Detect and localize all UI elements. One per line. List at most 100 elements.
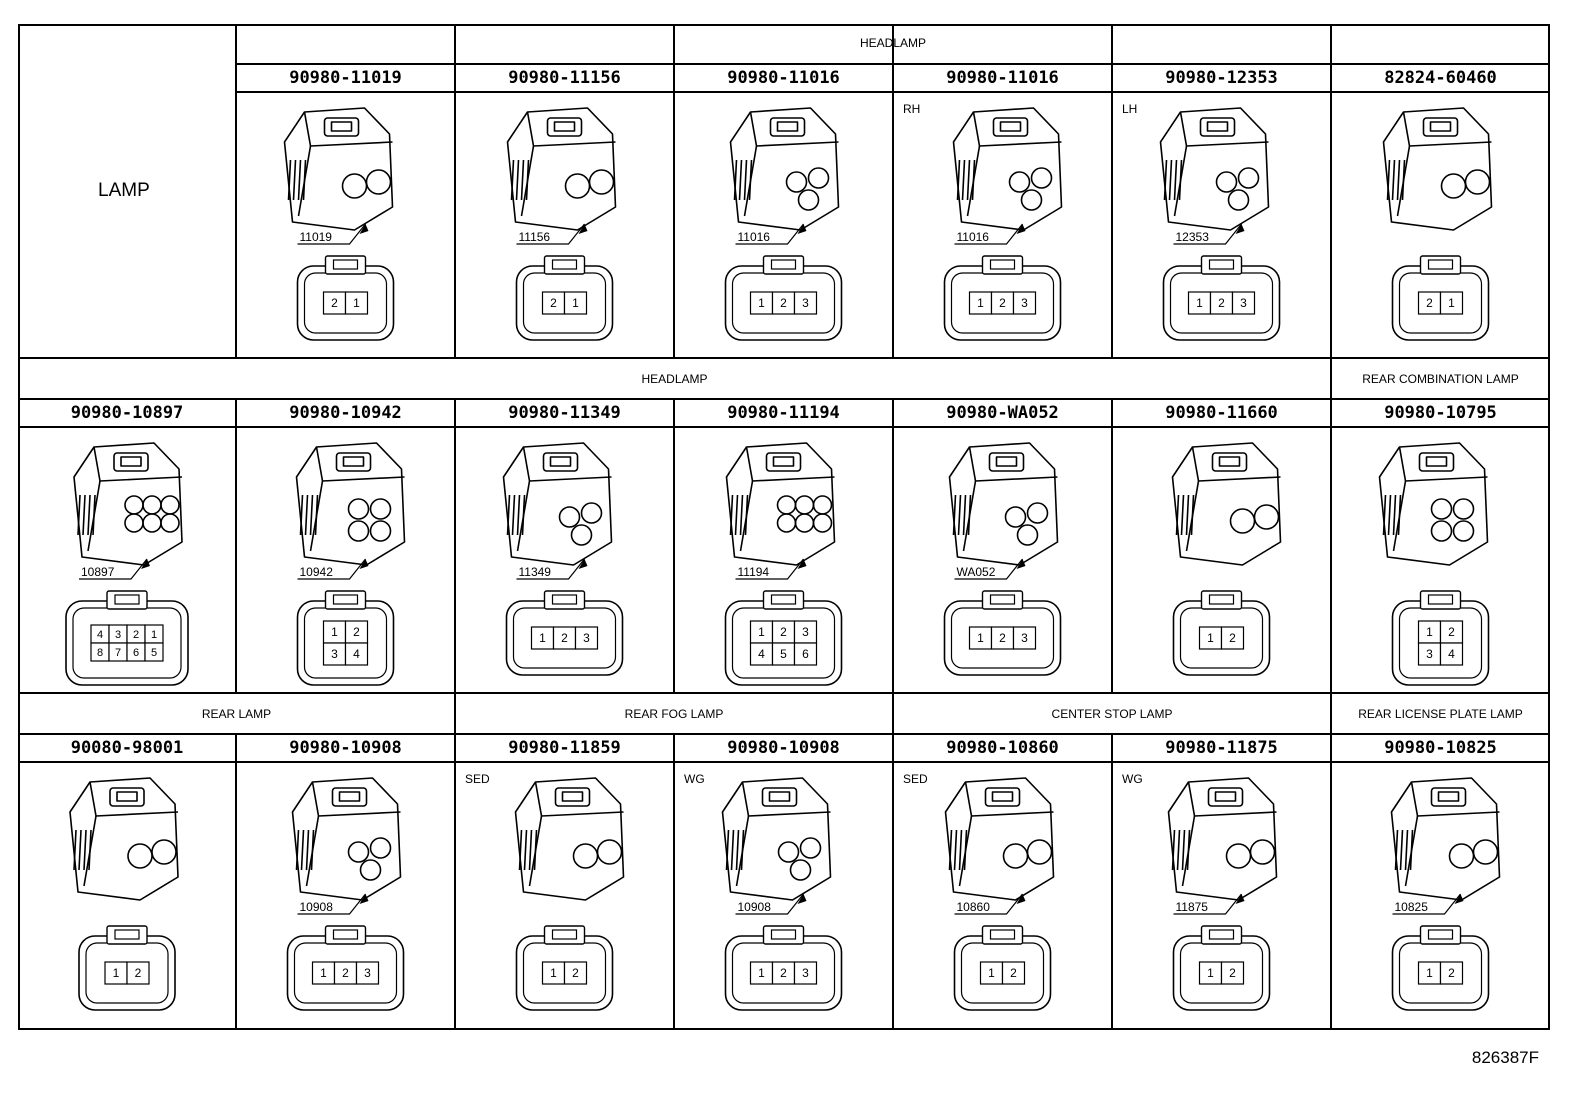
callout-leader bbox=[516, 223, 585, 245]
callout-leader bbox=[297, 558, 366, 580]
pin-number: 2 bbox=[572, 966, 579, 980]
callout-leader bbox=[79, 558, 148, 580]
pin-number: 1 bbox=[572, 296, 579, 310]
callout-label: 10897 bbox=[81, 565, 115, 579]
pin-number: 2 bbox=[133, 629, 139, 641]
divider-part-3 bbox=[18, 761, 1550, 763]
pin-number: 1 bbox=[1207, 966, 1214, 980]
col-divider-r2-1 bbox=[235, 399, 237, 692]
part-number: 90980-11016 bbox=[727, 68, 840, 88]
part-number: 90080-98001 bbox=[70, 738, 184, 758]
callout-label: 11156 bbox=[519, 230, 551, 244]
pin-number: 5 bbox=[780, 647, 787, 661]
pin-number: 1 bbox=[113, 966, 120, 980]
col-divider-r2-6 bbox=[1330, 399, 1332, 692]
part-number: 90980-11019 bbox=[289, 68, 402, 88]
connector-body-drawing bbox=[506, 107, 617, 231]
part-number: 90980-10860 bbox=[946, 738, 1059, 758]
connector-body-drawing bbox=[514, 777, 625, 901]
col-divider-r2-5 bbox=[1111, 399, 1113, 692]
pin-number: 4 bbox=[1448, 647, 1455, 661]
pin-number: 4 bbox=[353, 647, 360, 661]
part-number: 90980-10908 bbox=[289, 738, 402, 758]
section-label: CENTER STOP LAMP bbox=[1051, 707, 1173, 721]
pin-number: 2 bbox=[1426, 296, 1433, 310]
col-divider-r2-3 bbox=[673, 399, 675, 692]
pin-number: 1 bbox=[1426, 625, 1433, 639]
connector-body-drawing bbox=[291, 777, 402, 901]
part-number: 90980-11349 bbox=[508, 403, 621, 423]
pin-number: 2 bbox=[1218, 296, 1225, 310]
pin-number: 5 bbox=[151, 647, 157, 659]
pin-number: 2 bbox=[780, 625, 787, 639]
connector-body-drawing bbox=[283, 107, 394, 231]
pin-number: 1 bbox=[758, 296, 765, 310]
callout-label: 10908 bbox=[300, 900, 334, 914]
pin-number: 2 bbox=[780, 966, 787, 980]
col-divider-r1-6 bbox=[1330, 24, 1332, 358]
pin-number: 3 bbox=[1021, 631, 1028, 645]
pin-number: 2 bbox=[999, 631, 1006, 645]
pin-number: 3 bbox=[1021, 296, 1028, 310]
pin-number: 1 bbox=[151, 629, 157, 641]
pin-number: 2 bbox=[999, 296, 1006, 310]
part-number: 90980-11016 bbox=[946, 68, 1059, 88]
pin-number: 2 bbox=[342, 966, 349, 980]
part-number: 90980-10942 bbox=[289, 403, 402, 423]
callout-leader bbox=[297, 223, 366, 245]
pin-number: 1 bbox=[758, 966, 765, 980]
callout-leader bbox=[954, 893, 1023, 915]
section-label: HEADLAMP bbox=[641, 372, 708, 386]
connector-body-drawing bbox=[1171, 442, 1282, 566]
variant-tag: RH bbox=[903, 102, 921, 116]
divider-band-2 bbox=[18, 398, 1550, 400]
col-divider-r2-2 bbox=[454, 399, 456, 692]
pin-number: 3 bbox=[1426, 647, 1433, 661]
callout-label: 11875 bbox=[1176, 900, 1209, 914]
pin-number: 8 bbox=[97, 647, 103, 659]
pin-number: 3 bbox=[802, 625, 809, 639]
callout-label: 12353 bbox=[1176, 230, 1210, 244]
band-divider-r2 bbox=[1330, 358, 1332, 399]
pin-number: 2 bbox=[561, 631, 568, 645]
pin-number: 7 bbox=[115, 647, 121, 659]
callout-leader bbox=[297, 893, 366, 915]
pin-number: 4 bbox=[758, 647, 765, 661]
pin-number: 2 bbox=[1448, 966, 1455, 980]
band-divider-r3-4 bbox=[892, 693, 894, 734]
col-divider-r3-6 bbox=[1330, 734, 1332, 1030]
part-number: 90980-11875 bbox=[1165, 738, 1278, 758]
col-divider-r3-2 bbox=[454, 734, 456, 1030]
pin-number: 1 bbox=[988, 966, 995, 980]
divider-row-2 bbox=[18, 692, 1550, 694]
connector-body-drawing bbox=[295, 442, 406, 566]
section-label: REAR FOG LAMP bbox=[624, 707, 724, 721]
pin-number: 6 bbox=[133, 647, 139, 659]
